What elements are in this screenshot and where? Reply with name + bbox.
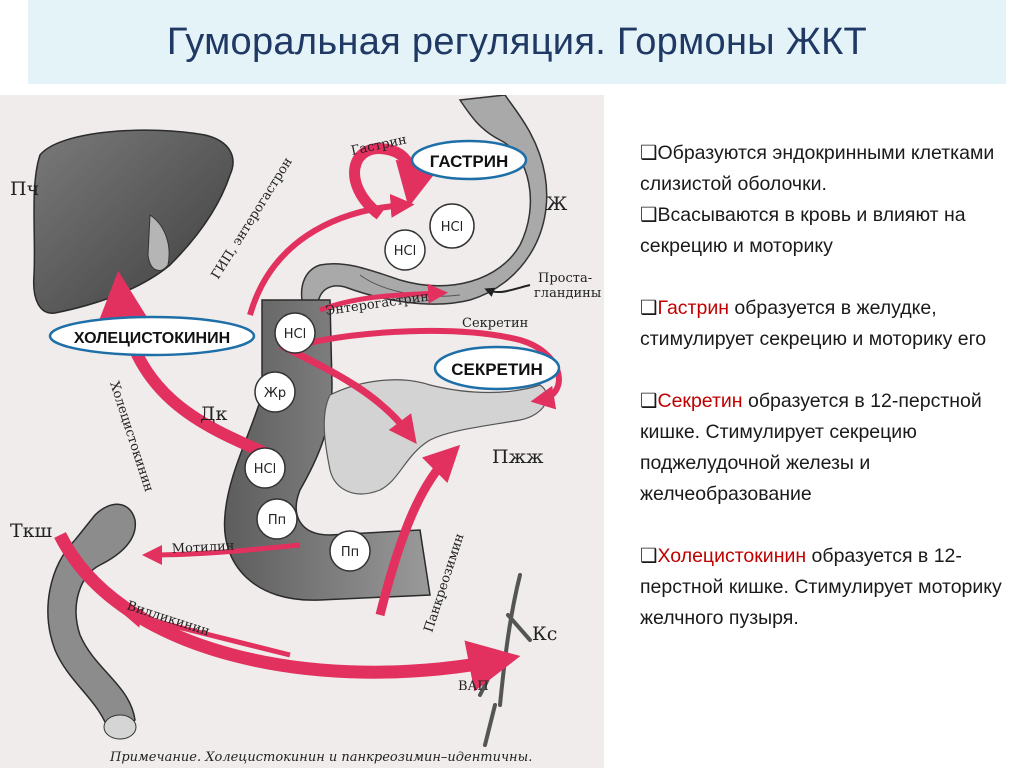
bullet-marker: ❑ (640, 390, 657, 412)
bullet-list: ❑Образуются эндокринными клетками слизис… (640, 138, 1020, 634)
label-vessel: Кс (532, 623, 557, 645)
label-prostaglandins-2: гландины (534, 286, 601, 301)
bullet-marker: ❑ (640, 204, 657, 226)
label-small-intestine: Ткш (10, 520, 53, 542)
cell-pp-1: Пп (257, 499, 297, 539)
arrow-label-secretin: Секретин (462, 316, 528, 331)
label-duodenum: Дк (200, 403, 227, 425)
callout-cholecystokinin: ХОЛЕЦИСТОКИНИН (50, 317, 254, 355)
liver-shape (34, 130, 233, 313)
svg-text:Пп: Пп (268, 513, 286, 528)
svg-text:НCl: НCl (441, 220, 463, 235)
callout-secretin: СЕКРЕТИН (435, 347, 559, 389)
bullet-4: ❑Секретин образуется в 12-перстной кишке… (640, 386, 1020, 510)
cell-hcl-duodenum-2: НCl (245, 448, 285, 488)
svg-text:ГАСТРИН: ГАСТРИН (430, 152, 509, 171)
title-bar: Гуморальная регуляция. Гормоны ЖКТ (28, 0, 1006, 84)
stomach-shape (302, 95, 547, 304)
label-stomach: Ж (546, 193, 568, 215)
cell-zhr: Жр (255, 372, 295, 412)
callout-gastrin: ГАСТРИН (412, 141, 526, 179)
bullet-marker: ❑ (640, 142, 657, 164)
bullet-text: Образуются эндокринными клетками слизист… (640, 142, 994, 195)
bullet-term-gastrin: Гастрин (657, 297, 729, 319)
svg-text:ХОЛЕЦИСТОКИНИН: ХОЛЕЦИСТОКИНИН (74, 330, 230, 347)
bullet-text: Всасываются в кровь и влияют на секрецию… (640, 204, 966, 257)
label-vap: ВАП (458, 679, 489, 694)
bullet-term-cholecystokinin: Холецистокинин (657, 545, 806, 567)
label-prostaglandins-1: Проста- (538, 271, 592, 286)
label-liver: Пч (10, 178, 39, 200)
bullet-term-secretin: Секретин (657, 390, 742, 412)
svg-text:Жр: Жр (264, 386, 286, 401)
bullet-marker: ❑ (640, 545, 657, 567)
arrow-label-cholecystokinin: Холецистокинин (106, 380, 156, 494)
hormone-diagram: НCl НCl НCl Жр НCl Пп Пп Пч Ж Дк Пж (0, 95, 604, 768)
cell-hcl-stomach-1: НCl (430, 204, 474, 248)
bullet-3: ❑Гастрин образуется в желудке, стимулиру… (640, 293, 1020, 355)
bullet-2: ❑Всасываются в кровь и влияют на секреци… (640, 200, 1020, 262)
bullet-marker: ❑ (640, 297, 657, 319)
bullet-5: ❑Холецистокинин образуется в 12-перстной… (640, 541, 1020, 634)
cell-hcl-duodenum-1: НCl (275, 313, 315, 353)
diagram-note: Примечание. Холецистокинин и панкреозими… (109, 750, 532, 765)
svg-text:НCl: НCl (254, 462, 276, 477)
diagram-svg: НCl НCl НCl Жр НCl Пп Пп Пч Ж Дк Пж (0, 95, 604, 768)
label-pancreas: Пжж (492, 446, 544, 468)
cell-hcl-stomach-2: НCl (385, 230, 425, 270)
bullet-1: ❑Образуются эндокринными клетками слизис… (640, 138, 1020, 200)
svg-text:НCl: НCl (284, 327, 306, 342)
slide-title: Гуморальная регуляция. Гормоны ЖКТ (167, 21, 867, 64)
svg-text:Пп: Пп (341, 545, 359, 560)
cell-pp-2: Пп (330, 531, 370, 571)
svg-text:СЕКРЕТИН: СЕКРЕТИН (451, 360, 543, 379)
svg-text:НCl: НCl (394, 244, 416, 259)
arrow-cholecystokinin (120, 290, 270, 455)
